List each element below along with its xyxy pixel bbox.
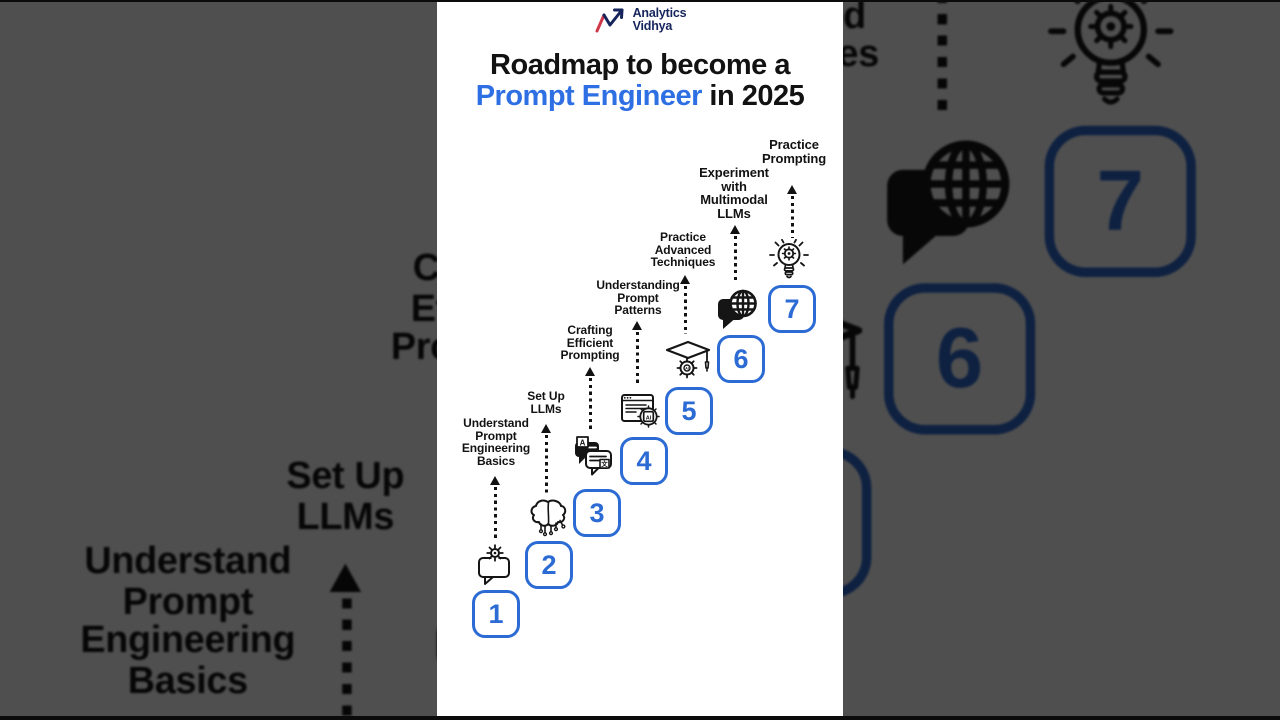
step-3-number-card: 3 — [573, 489, 621, 537]
step-7-label: Practice Prompting — [761, 137, 827, 166]
step-6-number: 6 — [733, 343, 749, 374]
title-suffix: in 2025 — [701, 80, 805, 112]
title-prefix: Roadmap to become a — [490, 49, 790, 81]
translate-front-glyph: 文 — [600, 459, 608, 468]
brand-logo: Analytics Vidhya — [437, 6, 843, 33]
step-1-label: Understand Prompt Engineering Basics — [461, 416, 531, 468]
ai-chip-label: AI — [646, 416, 652, 422]
dotted-arrow-up — [786, 185, 798, 238]
step-4-label: Understanding Prompt Patterns — [596, 278, 680, 317]
step-3-label: Crafting Efficient Prompting — [560, 323, 620, 362]
poster-title: Roadmap to become a Prompt Engineer in 2… — [437, 50, 843, 112]
step-4-number: 4 — [636, 445, 652, 476]
dotted-arrow-up — [540, 424, 552, 494]
step-1-number: 1 — [488, 598, 504, 629]
globe-chat-icon — [718, 289, 757, 329]
step-3-number: 3 — [589, 497, 605, 528]
title-highlight: Prompt Engineer — [475, 80, 703, 112]
document-ai-icon: AI — [621, 394, 660, 428]
step-5-label: Practice Advanced Techniques — [650, 230, 716, 269]
brain-circuit-icon — [530, 499, 567, 537]
brand-line1: Analytics — [632, 5, 687, 20]
translate-chat-icon: A 文 — [575, 436, 612, 476]
step-1-number-card: 1 — [472, 590, 520, 638]
step-6-label: Experiment with Multimodal LLMs — [699, 165, 769, 221]
gear-ai-label: AI — [685, 366, 689, 370]
letterbox-bottom — [0, 716, 1280, 720]
step-2-number: 2 — [541, 549, 557, 580]
brand-name: Analytics Vidhya — [632, 5, 687, 33]
step-7-number-card: 7 — [768, 285, 816, 333]
bulb-gear-icon — [769, 239, 809, 279]
letterbox-top — [0, 0, 1280, 2]
step-4-number-card: 4 — [620, 437, 668, 485]
step-2-number-card: 2 — [525, 541, 573, 589]
dotted-arrow-up — [584, 367, 596, 432]
dotted-arrow-up — [679, 275, 691, 334]
dotted-arrow-up — [631, 321, 643, 386]
graduation-ai-icon: AI — [665, 340, 711, 379]
step-6-number-card: 6 — [717, 335, 765, 383]
infographic-panel: Analytics Vidhya Roadmap to become a Pro… — [437, 0, 843, 720]
chat-gear-icon — [478, 544, 510, 585]
step-7-number: 7 — [784, 293, 800, 324]
brand-line2: Vidhya — [632, 18, 673, 33]
step-5-number: 5 — [681, 395, 697, 426]
step-5-number-card: 5 — [665, 387, 713, 435]
step-2-label: Set Up LLMs — [527, 389, 565, 416]
translate-back-glyph: A — [580, 438, 586, 447]
logo-zigzag-icon — [595, 8, 624, 33]
dotted-arrow-up — [729, 225, 741, 283]
dotted-arrow-up — [489, 476, 501, 540]
